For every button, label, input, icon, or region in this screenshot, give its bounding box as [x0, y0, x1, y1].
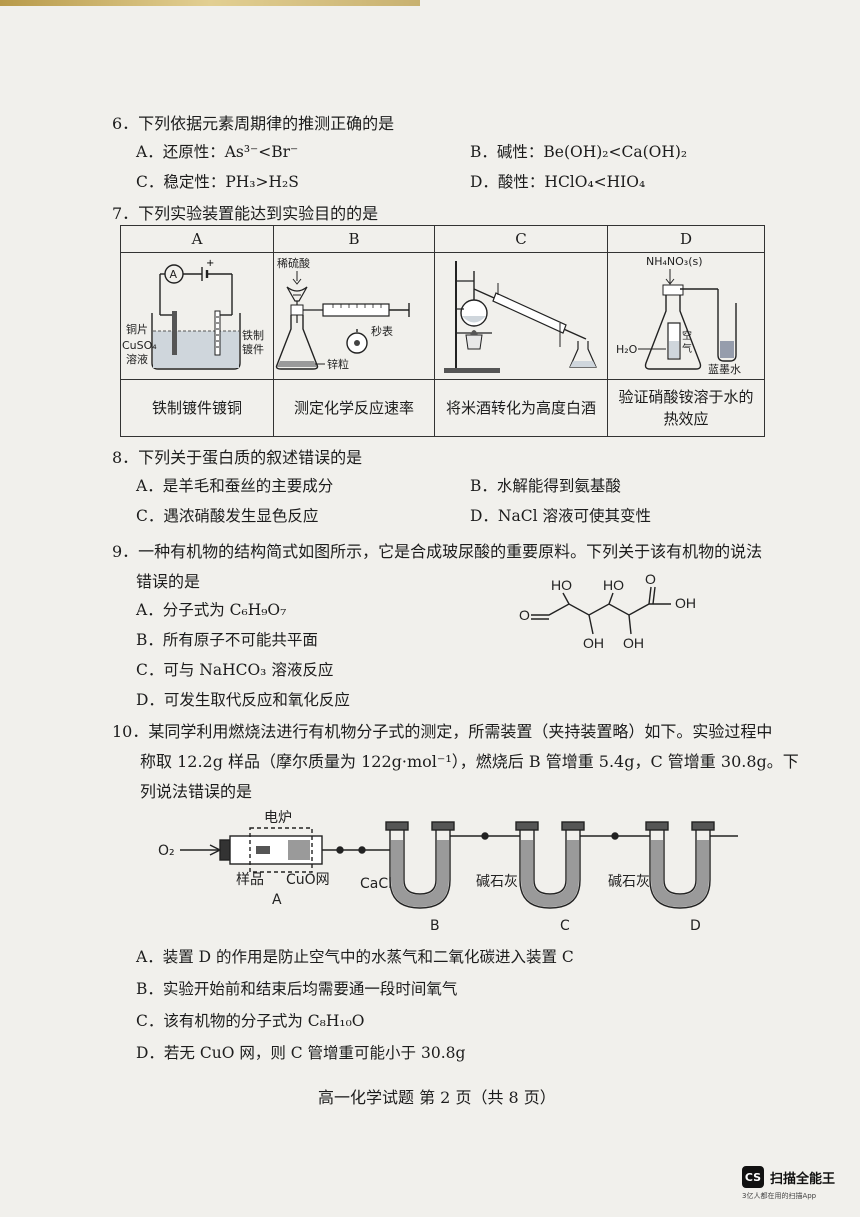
- q10-option-c: C．该有机物的分子式为 C₈H₁₀O: [136, 1012, 365, 1030]
- label-solution: 溶液: [126, 352, 148, 366]
- caption-d: 验证硝酸铵溶于水的热效应: [607, 379, 765, 437]
- table-header-c: C: [434, 225, 608, 253]
- struct-oh-bottom-2: OH: [623, 635, 644, 651]
- q9-stem-line-1: 9．一种有机物的结构简式如图所示，它是合成玻尿酸的重要原料。下列关于该有机物的说…: [112, 542, 763, 561]
- reaction-rate-apparatus: 稀硫酸 秒表: [275, 256, 410, 371]
- q10-option-d: D．若无 CuO 网，则 C 管增重可能小于 30.8g: [136, 1044, 466, 1062]
- q6-option-a: A．还原性：As³⁻<Br⁻: [136, 143, 299, 161]
- struct-o-top: O: [645, 571, 656, 587]
- scanner-brand: 扫描全能王: [770, 1171, 836, 1187]
- label-iron-part-1: 铁制: [242, 329, 264, 342]
- q10-stem-line-1: 10．某同学利用燃烧法进行有机物分子式的测定，所需装置（夹持装置略）如下。实验过…: [112, 722, 773, 741]
- apparatus-c-cell: [434, 252, 608, 380]
- label-device-b: B: [430, 918, 440, 934]
- label-soda-lime-2: 碱石灰: [608, 874, 650, 890]
- label-device-d: D: [690, 918, 701, 934]
- q10-option-a: A．装置 D 的作用是防止空气中的水蒸气和二氧化碳进入装置 C: [136, 948, 574, 966]
- q8-option-c: C．遇浓硝酸发生显色反应: [136, 507, 319, 525]
- q7-stem: 7．下列实验装置能达到实验目的的是: [112, 204, 379, 223]
- combustion-analysis-apparatus: O₂ 电炉 样品 CuO网 CaCl₂ 碱石灰 碱石灰 A B C D: [158, 810, 738, 934]
- q9-stem-line-2: 错误的是: [136, 572, 201, 591]
- q9-option-c: C．可与 NaHCO₃ 溶液反应: [136, 661, 334, 679]
- label-device-a: A: [272, 892, 282, 908]
- label-copper-sheet: 铜片: [126, 322, 148, 336]
- top-edge-strip: [0, 0, 420, 6]
- scanner-logo-icon: CS: [742, 1166, 764, 1188]
- scanner-tagline: 3亿人都在用的扫描App: [742, 1192, 817, 1200]
- q10-option-b: B．实验开始前和结束后均需要通一段时间氧气: [136, 980, 458, 998]
- label-water: H₂O: [616, 343, 638, 356]
- caption-b: 测定化学反应速率: [273, 379, 435, 437]
- struct-oh-bottom-1: OH: [583, 635, 604, 651]
- table-header-a: A: [120, 225, 274, 253]
- svg-text:+: +: [206, 258, 214, 269]
- label-air-1: 空: [682, 329, 692, 342]
- label-oxygen: O₂: [158, 843, 175, 859]
- q6-option-b: B．碱性：Be(OH)₂<Ca(OH)₂: [470, 143, 688, 161]
- label-stopwatch: 秒表: [371, 324, 393, 338]
- label-air-2: 气: [682, 342, 692, 355]
- label-cuo-mesh: CuO网: [286, 872, 330, 888]
- q9-structural-formula: HO HO O OH O OH OH: [519, 571, 696, 651]
- label-cacl2: CaCl₂: [360, 876, 398, 892]
- apparatus-b-cell: 稀硫酸 秒表: [273, 252, 435, 380]
- q8-option-b: B．水解能得到氨基酸: [470, 477, 621, 495]
- distillation-apparatus: [444, 261, 597, 373]
- struct-ho-2: HO: [603, 577, 624, 593]
- dissolution-heat-apparatus: NH₄NO₃(s) 空 气 H₂O 蓝墨水: [616, 255, 741, 376]
- label-iron-part-2: 镀件: [242, 342, 264, 356]
- struct-ho-1: HO: [551, 577, 572, 593]
- q10-stem-line-2: 称取 12.2g 样品（摩尔质量为 122g·mol⁻¹），燃烧后 B 管增重 …: [140, 752, 799, 771]
- label-blue-ink: 蓝墨水: [708, 363, 741, 375]
- label-soda-lime-1: 碱石灰: [476, 874, 518, 890]
- page-footer: 高一化学试题 第 2 页（共 8 页）: [318, 1088, 556, 1107]
- label-zinc-granules: 锌粒: [327, 357, 349, 371]
- q8-option-a: A．是羊毛和蚕丝的主要成分: [136, 477, 334, 495]
- label-cuso4: CuSO₄: [122, 339, 157, 352]
- svg-text:A: A: [170, 268, 178, 281]
- q6-option-d: D．酸性：HClO₄<HIO₄: [470, 173, 646, 191]
- label-device-c: C: [560, 918, 570, 934]
- caption-a: 铁制镀件镀铜: [120, 379, 274, 437]
- label-dilute-sulfuric: 稀硫酸: [277, 256, 310, 270]
- apparatus-a-cell: A + 铜片 CuSO₄ 溶液: [120, 252, 274, 380]
- scanner-watermark: CS 扫描全能王 3亿人都在用的扫描App: [742, 1166, 835, 1201]
- table-header-d: D: [607, 225, 765, 253]
- struct-oh-right: OH: [675, 595, 696, 611]
- q7-experiment-table: A B C D A +: [120, 225, 765, 437]
- q9-option-d: D．可发生取代反应和氧化反应: [136, 691, 350, 709]
- electroplating-apparatus: A + 铜片 CuSO₄ 溶液: [122, 258, 264, 370]
- table-header-b: B: [273, 225, 435, 253]
- q6-option-c: C．稳定性：PH₃>H₂S: [136, 173, 299, 191]
- struct-o-left: O: [519, 607, 530, 623]
- q9-option-b: B．所有原子不可能共平面: [136, 631, 318, 649]
- caption-c: 将米酒转化为高度白酒: [434, 379, 608, 437]
- q9-option-a: A．分子式为 C₆H₉O₇: [136, 601, 287, 619]
- q8-stem: 8．下列关于蛋白质的叙述错误的是: [112, 448, 363, 467]
- q6-stem: 6．下列依据元素周期律的推测正确的是: [112, 114, 395, 133]
- q8-option-d: D．NaCl 溶液可使其变性: [470, 507, 651, 525]
- label-sample: 样品: [236, 872, 264, 888]
- apparatus-d-cell: NH₄NO₃(s) 空 气 H₂O 蓝墨水: [607, 252, 765, 380]
- q10-stem-line-3: 列说法错误的是: [140, 782, 253, 801]
- label-furnace: 电炉: [264, 810, 292, 826]
- label-nh4no3: NH₄NO₃(s): [646, 255, 703, 268]
